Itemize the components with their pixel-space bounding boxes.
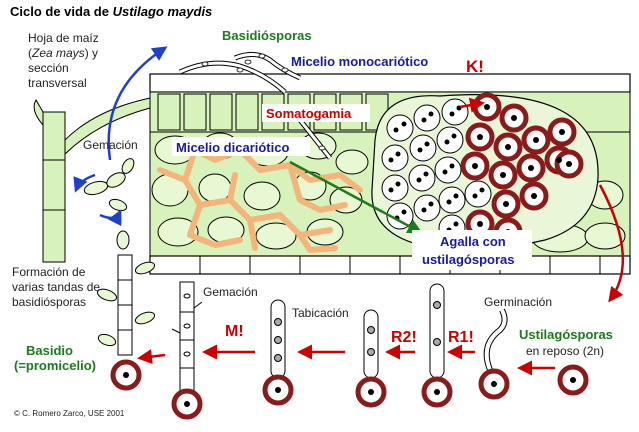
- micelio-di-bg: [172, 137, 310, 156]
- m-label: M!: [225, 323, 244, 340]
- somatogamia-bg: [262, 104, 370, 122]
- formacion-label-3: basidiósporas: [12, 295, 86, 309]
- basidio-label-2: (=promicelio): [14, 358, 96, 373]
- agalla-label-1: Agalla con: [440, 234, 506, 249]
- gemacion-top-label: Gemación: [83, 138, 138, 152]
- young-spore-nuclei: [388, 105, 485, 233]
- micelio-di-label: Micelio dicariótico: [176, 140, 289, 155]
- basidiosporas-label: Basidiósporas: [222, 28, 312, 43]
- leaf-cross-section: [149, 52, 631, 275]
- leaf-label-4: transversal: [28, 76, 87, 90]
- mature-spores: [460, 92, 584, 247]
- leaf-label-1: Hoja de maíz: [28, 31, 99, 45]
- basidium-second: [171, 281, 203, 420]
- somatogamia-label: Somatogamia: [266, 106, 352, 121]
- basidio-label-1: Basidio: [26, 343, 73, 358]
- hyphae-nuclei: [201, 53, 326, 151]
- budding-cells-top: [83, 158, 135, 250]
- leaf-label-2: (Zea mays) y: [28, 46, 98, 60]
- r2-label: R2!: [391, 329, 417, 346]
- basidium-stage: [96, 254, 156, 391]
- r1-label: R1!: [448, 329, 474, 346]
- monocaryotic-hyphae: [178, 52, 332, 160]
- agalla-bg: [412, 230, 532, 270]
- gemacion-bottom-label: Gemación: [203, 285, 258, 299]
- tabicacion-label: Tabicación: [292, 306, 349, 320]
- arrows-green: [289, 160, 423, 234]
- formacion-label-2: varias tandas de: [12, 280, 100, 294]
- arrows-red: [137, 97, 625, 376]
- diagram-title: Ciclo de vida de Ustilago maydis: [10, 4, 212, 19]
- maize-plant: [33, 97, 151, 263]
- text-labels: Ciclo de vida de Ustilago maydis Hoja de…: [10, 4, 613, 418]
- formacion-label-1: Formación de: [12, 265, 86, 279]
- agalla-label-2: ustilagósporas: [422, 252, 514, 267]
- k-label: K!: [466, 57, 484, 76]
- germinacion-label: Germinación: [484, 295, 552, 309]
- arrows-blue: [73, 46, 168, 227]
- micelio-mono-label: Micelio monocariótico: [291, 54, 428, 69]
- copyright: © C. Romero Zarco, USE 2001: [14, 409, 125, 418]
- leaf-label-3: sección: [28, 61, 69, 75]
- ustilagosporas-label: Ustilagósporas: [519, 327, 613, 342]
- reposo-label: en reposo (2n): [526, 344, 604, 358]
- promycelium-tubes: [262, 283, 589, 408]
